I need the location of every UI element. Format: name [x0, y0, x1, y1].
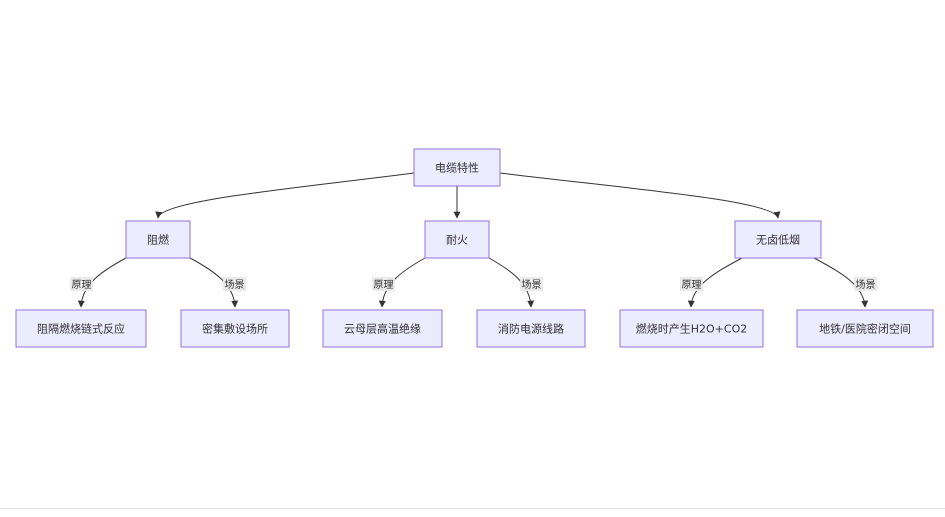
svg-text:无卤低烟: 无卤低烟	[756, 233, 800, 247]
nodes: 电缆特性 阻燃 耐火 无卤低烟 阻隔燃烧链式反应 密集敷设场所 云母层高温绝缘	[15, 148, 934, 348]
edges-level-2	[77, 257, 869, 308]
node-halogen-scene[interactable]: 地铁/医院密闭空间	[796, 309, 934, 348]
edge-label-flame-principle: 原理	[70, 277, 93, 291]
edge-halogen-to-principle	[687, 257, 743, 308]
svg-text:场景: 场景	[856, 278, 876, 291]
edge-root-to-flame	[155, 172, 415, 219]
bottom-divider	[0, 508, 945, 509]
node-flame-retardant[interactable]: 阻燃	[125, 220, 191, 259]
node-fire-scene[interactable]: 消防电源线路	[476, 309, 586, 348]
svg-text:密集敷设场所: 密集敷设场所	[202, 322, 268, 336]
node-fire-resistant[interactable]: 耐火	[424, 220, 490, 259]
svg-text:燃烧时产生H2O+CO2: 燃烧时产生H2O+CO2	[636, 322, 747, 336]
edges-level-1	[155, 172, 781, 219]
svg-text:场景: 场景	[225, 278, 245, 291]
edge-fire-to-scene	[488, 257, 535, 308]
edge-label-flame-scene: 场景	[223, 277, 246, 291]
svg-text:地铁/医院密闭空间: 地铁/医院密闭空间	[819, 322, 911, 336]
svg-text:耐火: 耐火	[446, 234, 468, 247]
node-halogen-principle[interactable]: 燃烧时产生H2O+CO2	[619, 309, 764, 348]
svg-text:电缆特性: 电缆特性	[435, 161, 479, 175]
edge-flame-to-principle	[77, 257, 127, 308]
svg-text:消防电源线路: 消防电源线路	[498, 322, 564, 336]
edge-label-halogen-principle: 原理	[680, 277, 703, 291]
node-flame-principle[interactable]: 阻隔燃烧链式反应	[15, 309, 147, 348]
svg-text:阻燃: 阻燃	[147, 233, 169, 247]
edge-label-fire-principle: 原理	[372, 277, 395, 291]
svg-text:阻隔燃烧链式反应: 阻隔燃烧链式反应	[37, 322, 125, 336]
edge-flame-to-scene	[189, 257, 239, 308]
svg-text:云母层高温绝缘: 云母层高温绝缘	[344, 322, 421, 336]
svg-text:原理: 原理	[72, 279, 92, 291]
edge-label-halogen-scene: 场景	[854, 277, 877, 291]
edge-label-fire-scene: 场景	[520, 277, 543, 291]
node-fire-principle[interactable]: 云母层高温绝缘	[322, 309, 443, 348]
edge-halogen-to-scene	[813, 257, 869, 308]
edge-root-to-halogen	[499, 172, 781, 219]
edge-labels: 原理 场景 原理 场景 原理 场景	[70, 277, 877, 291]
svg-text:场景: 场景	[522, 278, 542, 291]
svg-text:原理: 原理	[374, 279, 394, 291]
svg-text:原理: 原理	[682, 279, 702, 291]
node-flame-scene[interactable]: 密集敷设场所	[180, 309, 290, 348]
node-root[interactable]: 电缆特性	[413, 148, 501, 187]
node-halogen-free[interactable]: 无卤低烟	[734, 220, 822, 259]
